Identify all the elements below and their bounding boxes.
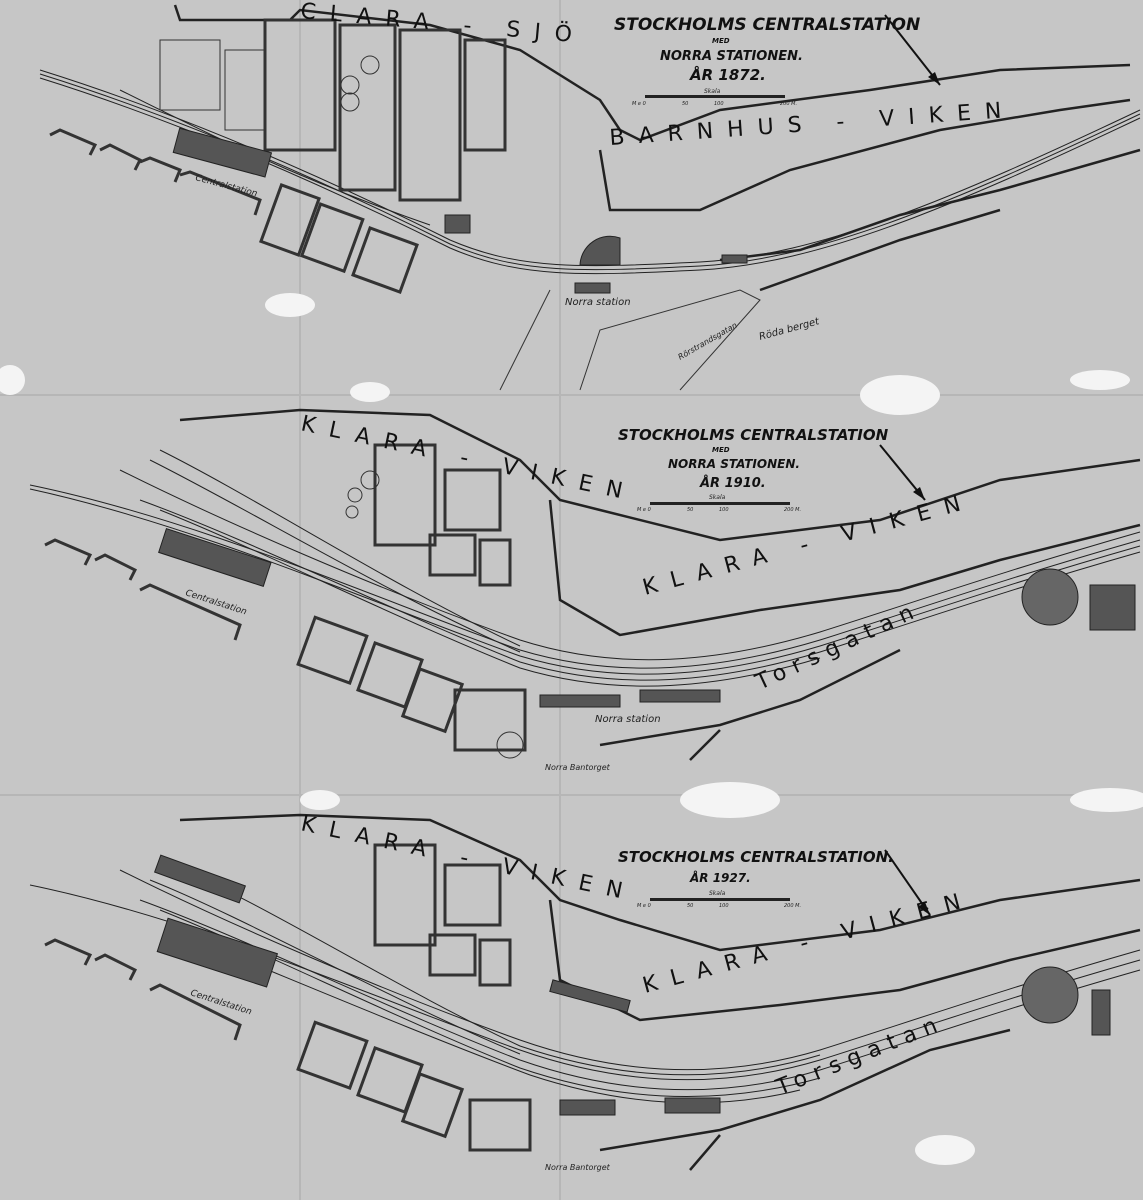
building	[721, 254, 748, 264]
engine-shed	[1091, 989, 1111, 1036]
shoreline-lower	[719, 148, 1141, 262]
scale-tick: 100	[714, 101, 724, 107]
building	[549, 979, 631, 1013]
water-label-klaraviken: KLARA - VIKEN	[640, 488, 977, 601]
turntable	[1021, 568, 1079, 626]
scale-tick: 200 M.	[784, 903, 801, 909]
central-station-building	[172, 127, 273, 178]
paper-damage	[0, 293, 1143, 1165]
scale-tick: 200 M.	[780, 101, 797, 107]
shoreline-north	[179, 813, 1141, 952]
city-blocks	[44, 443, 527, 752]
railway-tracks	[29, 449, 1141, 687]
map-panel-1910: STOCKHOLMS CENTRALSTATION MED NORRA STAT…	[29, 408, 1141, 772]
scale-tick: 100	[719, 903, 729, 909]
building	[639, 689, 721, 703]
shoreline-south	[598, 98, 1131, 212]
map-subtitle: NORRA STATIONEN.	[668, 457, 800, 471]
scale-tick: M e 0	[632, 101, 646, 107]
bantorget-circle	[496, 731, 524, 759]
map-year: ÅR 1872.	[689, 65, 766, 84]
central-station-building	[158, 527, 272, 587]
map-title: STOCKHOLMS CENTRALSTATION.	[618, 848, 894, 866]
map-year: ÅR 1927.	[689, 870, 751, 885]
city-blocks	[44, 843, 532, 1152]
scale-label: Skala	[709, 890, 726, 897]
water-label-clara-sjo: CLARA - SJÖ	[299, 0, 586, 49]
scale-tick: 50	[687, 903, 693, 909]
map-panel-1872: STOCKHOLMS CENTRALSTATION MED NORRA STAT…	[39, 0, 1141, 391]
engine-shed	[1089, 584, 1136, 631]
shoreline-north	[179, 408, 1141, 542]
torsgatan-edge	[599, 1028, 1011, 1171]
turntable	[1021, 966, 1079, 1024]
scale-tick: 200 M.	[784, 507, 801, 513]
scale-tick: 50	[687, 507, 693, 513]
label-norra-station: Norra station	[595, 714, 661, 725]
scale-bar: Skala M e 0 50 100 200 M.	[637, 890, 801, 909]
scale-tick: 50	[682, 101, 688, 107]
norra-station-building	[574, 282, 611, 294]
label-norra-bantorget: Norra Bantorget	[545, 763, 611, 772]
scale-bar: Skala M e 0 50 100 200 M.	[632, 88, 797, 107]
map-subtitle: NORRA STATIONEN.	[660, 49, 803, 64]
street	[499, 289, 761, 391]
map-title-med: MED	[712, 37, 730, 45]
map-title-med: MED	[712, 446, 730, 454]
building	[559, 1099, 616, 1116]
map-panel-1927: STOCKHOLMS CENTRALSTATION. ÅR 1927. Skal…	[29, 811, 1141, 1172]
turntable-fan	[579, 235, 621, 266]
north-arrow	[884, 14, 941, 86]
label-roda-berget: Röda berget	[758, 316, 822, 343]
water-label-klaraviken-upper: KLARA - VIKEN	[299, 811, 639, 907]
shoreline-south	[548, 899, 1141, 1022]
north-arrow	[879, 444, 926, 501]
scale-bar: Skala M e 0 50 100 200 M.	[637, 494, 801, 513]
central-station-building	[156, 917, 279, 988]
building	[153, 854, 247, 904]
scale-tick: M e 0	[637, 903, 651, 909]
building	[444, 214, 471, 234]
water-label-klaraviken-upper: KLARA - VIKEN	[299, 411, 639, 507]
rorstrandsgatan-edge	[759, 208, 1001, 292]
building	[664, 1097, 721, 1114]
city-blocks	[49, 18, 507, 294]
scale-tick: M e 0	[637, 507, 651, 513]
north-arrow	[884, 849, 931, 916]
map-year: ÅR 1910.	[699, 475, 766, 491]
label-norra-bantorget: Norra Bantorget	[545, 1163, 611, 1172]
scale-label: Skala	[704, 88, 721, 95]
norra-station-building	[539, 694, 621, 708]
label-rorstrandsgatan: Rörstrandsgatan	[677, 321, 739, 362]
scale-label: Skala	[709, 494, 726, 501]
map-title: STOCKHOLMS CENTRALSTATION	[614, 15, 920, 35]
scale-tick: 100	[719, 507, 729, 513]
shoreline-south	[548, 499, 1141, 637]
water-label-barnhusviken: BARNHUS - VIKEN	[609, 98, 1017, 151]
label-norra-station: Norra station	[565, 297, 631, 308]
map-title: STOCKHOLMS CENTRALSTATION	[618, 426, 889, 444]
label-centralstation: Centralstation	[194, 173, 258, 199]
torsgatan-edge	[599, 648, 901, 761]
